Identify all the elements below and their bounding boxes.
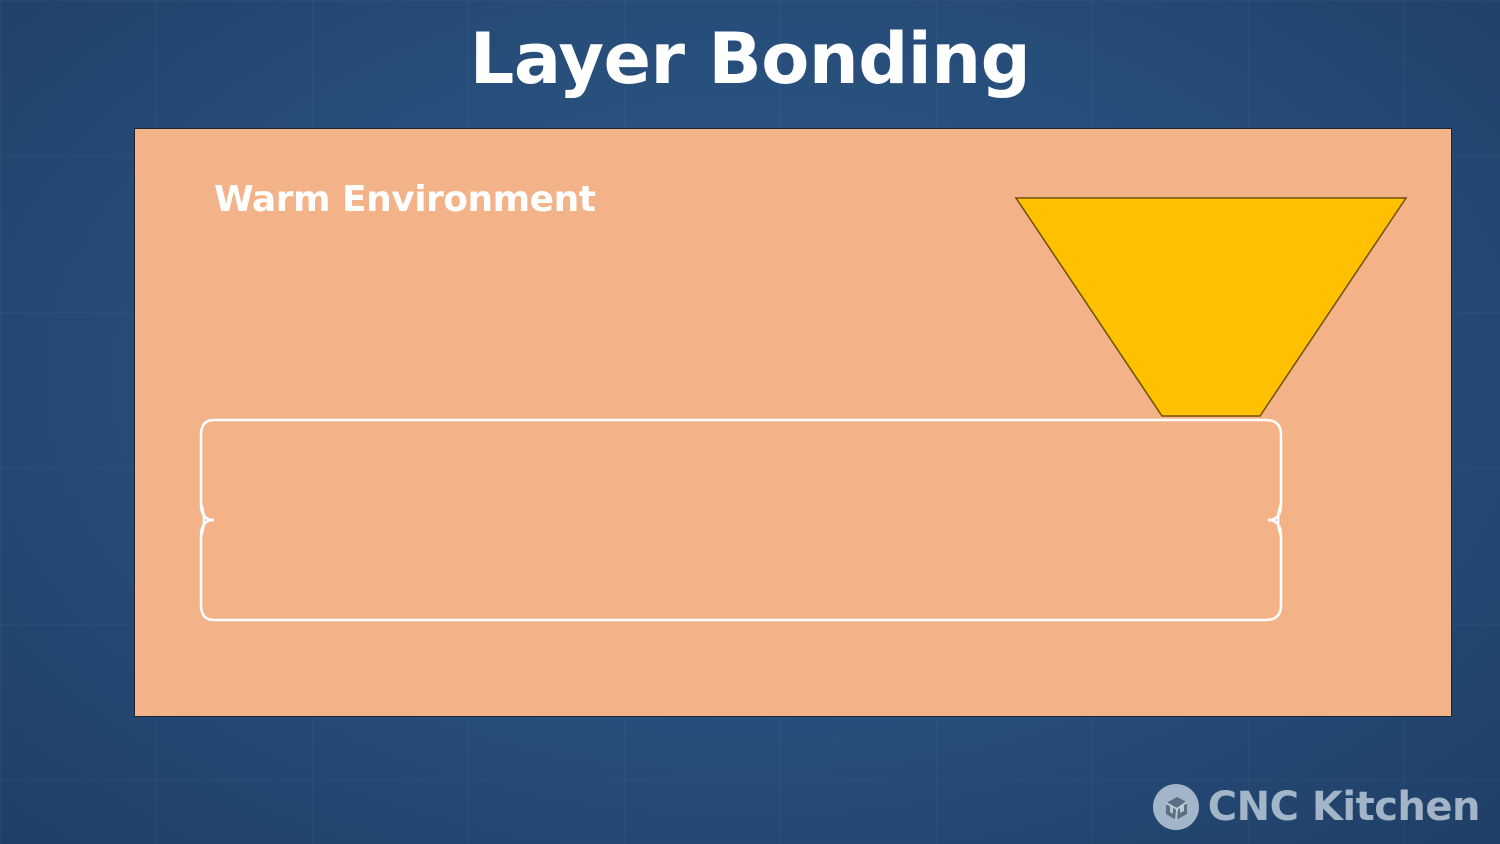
slide-title: Layer Bonding — [469, 18, 1031, 100]
environment-label: Warm Environment — [214, 179, 596, 220]
cnc-kitchen-logo-icon — [1152, 784, 1199, 830]
cnc-kitchen-brand: CNC Kitchen — [1152, 783, 1481, 831]
brand-name: CNC Kitchen — [1207, 784, 1481, 830]
